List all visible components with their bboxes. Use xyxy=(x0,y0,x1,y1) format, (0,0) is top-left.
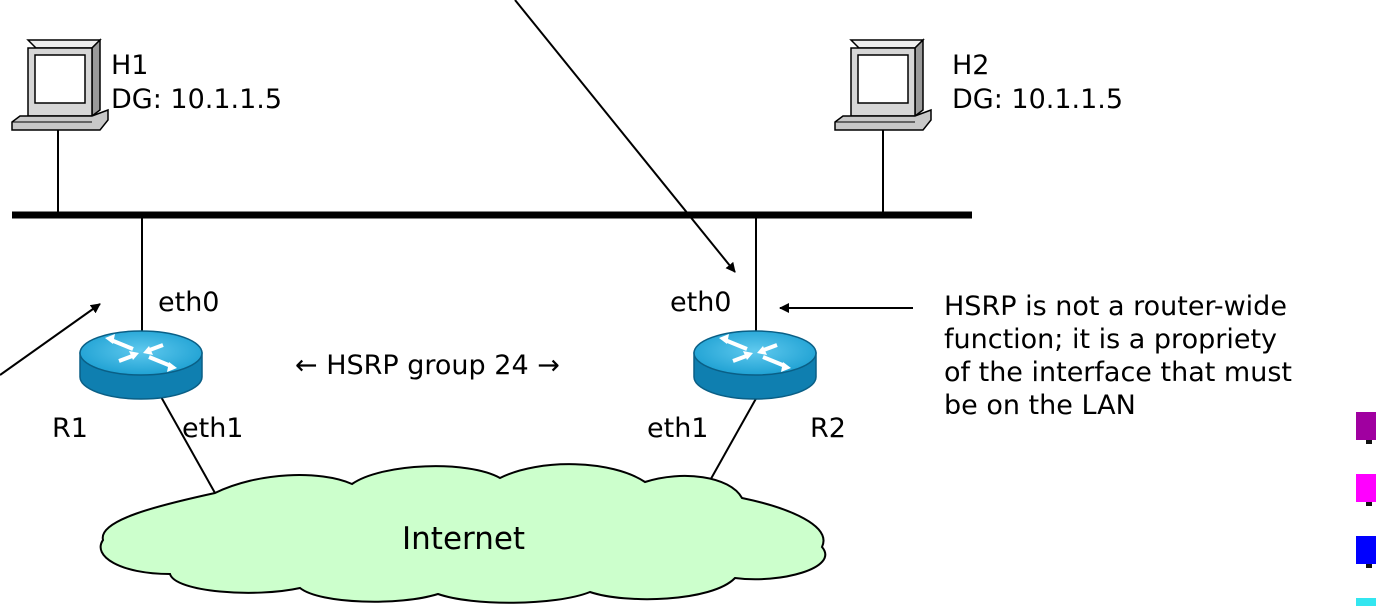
r2-name: R2 xyxy=(810,413,846,444)
r2-eth1-link xyxy=(702,394,759,494)
eth0-pointer-arrow xyxy=(514,0,736,273)
r1-eth1-label: eth1 xyxy=(182,413,244,444)
r2-router-icon xyxy=(693,330,817,400)
color-swatch-purple xyxy=(1356,412,1376,440)
hsrp-interface-annotation: HSRP is not a router-wide function; it i… xyxy=(944,290,1292,422)
h1-computer-icon xyxy=(11,38,109,131)
r2-eth1-label: eth1 xyxy=(647,413,709,444)
color-swatch-magenta xyxy=(1356,474,1376,502)
h2-computer-icon xyxy=(834,38,932,131)
r1-eth0-pointer-arrow xyxy=(0,303,101,376)
h2-gateway: DG: 10.1.1.5 xyxy=(952,84,1124,115)
annotation-line-1: HSRP is not a router-wide xyxy=(944,291,1287,322)
r1-eth1-link xyxy=(159,394,216,494)
annotation-line-3: of the interface that must xyxy=(944,357,1292,388)
r1-router-icon xyxy=(79,330,203,400)
h1-name: H1 xyxy=(111,50,149,81)
annotation-line-4: be on the LAN xyxy=(944,390,1136,421)
annotation-line-2: function; it is a propriety xyxy=(944,324,1278,355)
r1-name: R1 xyxy=(52,413,88,444)
color-swatch-cyan xyxy=(1356,598,1376,606)
r1-eth0-label: eth0 xyxy=(158,287,220,318)
h1-gateway: DG: 10.1.1.5 xyxy=(111,84,283,115)
color-swatch-blue xyxy=(1356,536,1376,564)
internet-cloud xyxy=(99,463,826,604)
hsrp-group-label: ← HSRP group 24 → xyxy=(295,350,560,381)
internet-label: Internet xyxy=(402,521,526,557)
h2-name: H2 xyxy=(952,50,990,81)
r2-eth0-label: eth0 xyxy=(670,287,732,318)
